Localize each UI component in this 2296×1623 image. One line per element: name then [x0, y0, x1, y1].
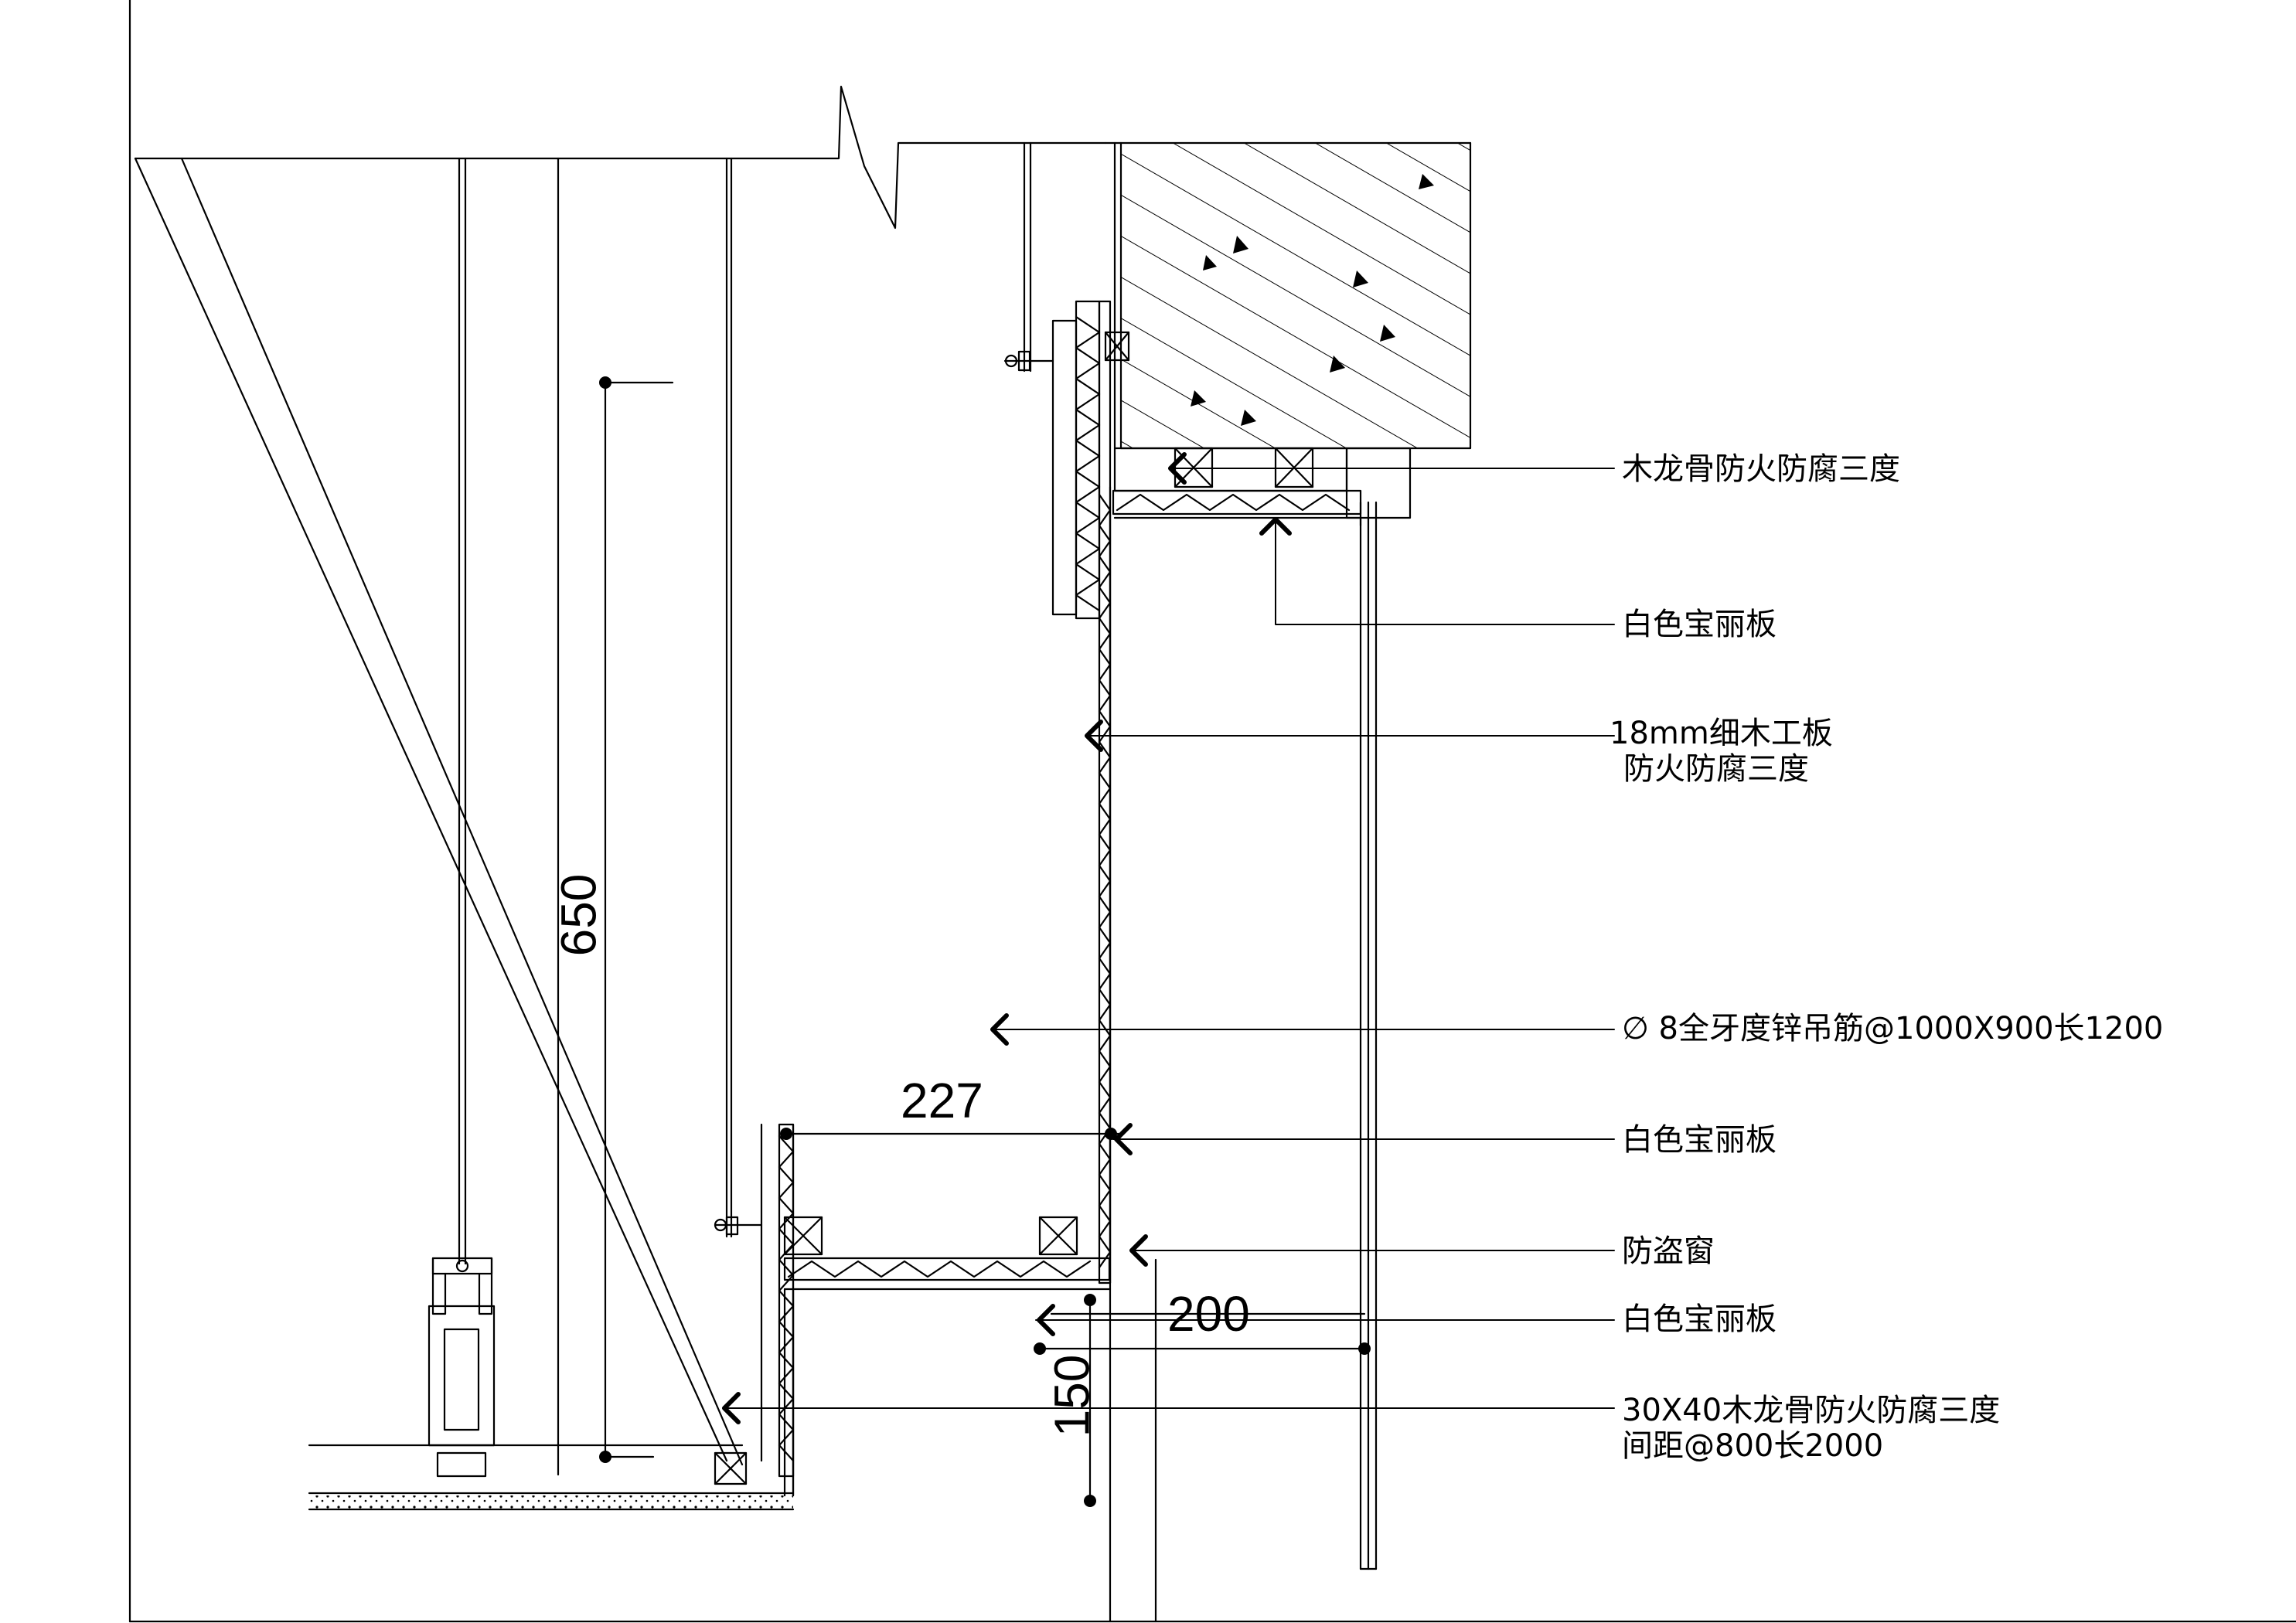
dimension-650: 650: [550, 873, 607, 957]
callout-line: 木龙骨防火防腐三度: [1622, 451, 1900, 487]
callout-line: 18mm细木工板: [1610, 716, 1833, 751]
callout-white-laminate-2: 白色宝丽板: [1622, 1122, 1777, 1158]
upper-return: [1104, 331, 1412, 527]
ceiling-line: [134, 85, 1107, 230]
callout-line: 白色宝丽板: [1622, 1301, 1777, 1337]
dimension-200: 200: [1167, 1286, 1250, 1342]
callout-line: 间距@800长2000: [1622, 1428, 1884, 1464]
dimension-dots: [599, 376, 1371, 1507]
callout-line: 防盗窗: [1622, 1233, 1715, 1269]
callout-line: 白色宝丽板: [1622, 1122, 1777, 1158]
callout-security-window: 防盗窗: [1622, 1233, 1715, 1269]
callout-wood-keel: 木龙骨防火防腐三度: [1622, 451, 1900, 487]
window-frame: [1109, 501, 1378, 1623]
dimension-150: 150: [1044, 1354, 1100, 1438]
leaders: [722, 452, 1615, 1424]
runner-bracket: [308, 1257, 744, 1478]
diagonal-2: [180, 157, 744, 1466]
callout-white-laminate-1: 白色宝丽板: [1622, 607, 1777, 642]
callout-keel-spacing: 30X40木龙骨防火防腐三度 间距@800长2000: [1622, 1393, 2000, 1464]
callout-blockboard: 18mm细木工板 防火防腐三度: [1610, 716, 1833, 787]
concrete-beam: [1104, 141, 1472, 450]
callout-line: ∅ 8全牙度锌吊筋@1000X900长1200: [1622, 1011, 2164, 1046]
callout-line: 防火防腐三度: [1623, 751, 1809, 787]
lower-assembly: [714, 1123, 1112, 1497]
diagonal-1: [134, 157, 728, 1462]
dimension-227: 227: [901, 1073, 983, 1128]
callout-hanger-rod: ∅ 8全牙度锌吊筋@1000X900长1200: [1622, 1011, 2163, 1046]
callout-white-laminate-3: 白色宝丽板: [1622, 1301, 1777, 1337]
callout-line: 白色宝丽板: [1622, 607, 1777, 642]
floor-finish: [309, 1495, 793, 1509]
callout-line: 30X40木龙骨防火防腐三度: [1622, 1393, 2001, 1428]
upper-board: [1003, 300, 1112, 1284]
